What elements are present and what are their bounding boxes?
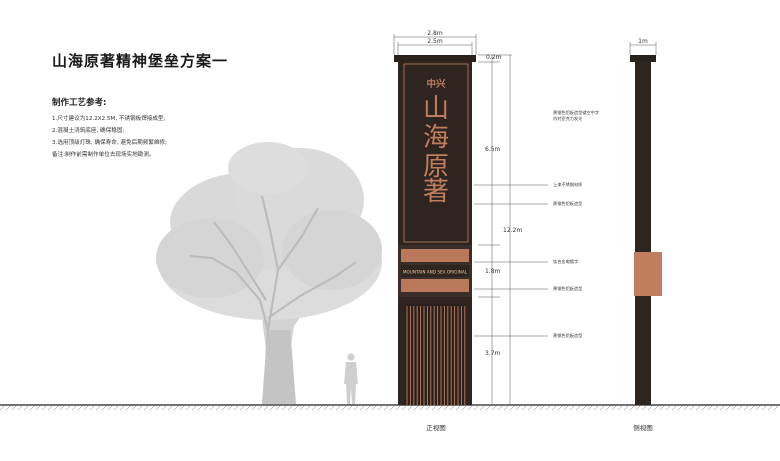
- sign-char: 著: [423, 177, 449, 207]
- callout-label: 黄钢色铝板造型: [553, 201, 583, 206]
- note-item: 2.混凝土浇筑底座, 确保稳固;: [52, 128, 125, 134]
- callout-label: 黄钢色铝板造型: [553, 286, 583, 291]
- sign-brand-small: 中兴: [426, 78, 446, 90]
- front-view-label: 正视图: [426, 423, 446, 432]
- note-item: 备注:制作前需制作单位去现场实地勘测。: [52, 152, 155, 158]
- dimension-lines: [393, 34, 657, 406]
- dim-middle: 1.8m: [485, 268, 501, 275]
- dim-top: 0.2m: [486, 54, 502, 61]
- front-view-sign: [394, 55, 476, 405]
- dim-width-outer: 2.8m: [427, 30, 443, 37]
- note-item: 3.选用顶级灯珠, 确保寿命, 避免后期频繁维修;: [52, 140, 168, 146]
- tree-illustration: [156, 142, 382, 405]
- notes-heading: 制作工艺参考:: [52, 98, 107, 108]
- callout-label: 黄钢色铝板造型镂空中字 内衬亚克力发光: [553, 110, 600, 121]
- callout-label: 上漆不锈钢材质: [553, 182, 583, 187]
- callout-label: 黄钢色铝板造型: [553, 333, 583, 338]
- dim-lower: 3.7m: [485, 350, 501, 357]
- dim-side-width: 1m: [638, 38, 648, 45]
- person-silhouette: [344, 353, 358, 404]
- side-view-sign: [630, 55, 662, 405]
- dim-total: 12.2m: [503, 227, 522, 234]
- sign-band-text: MOUNTAIN AND SEA ORIGINAL: [403, 270, 468, 275]
- dim-width-inner: 2.5m: [427, 38, 443, 45]
- callout-label: 钛合金电镀字: [553, 259, 579, 264]
- ground-line: [0, 404, 780, 411]
- note-item: 1.尺寸建议为12.2X2.5M, 不锈钢板焊接成型;: [52, 116, 166, 122]
- sign-char: 山: [423, 94, 449, 124]
- side-view-label: 侧视图: [633, 423, 653, 432]
- page-title: 山海原著精神堡垒方案一: [52, 52, 229, 70]
- dim-upper: 6.5m: [485, 146, 501, 153]
- sign-char: 海: [423, 123, 449, 153]
- sign-char: 原: [423, 152, 449, 182]
